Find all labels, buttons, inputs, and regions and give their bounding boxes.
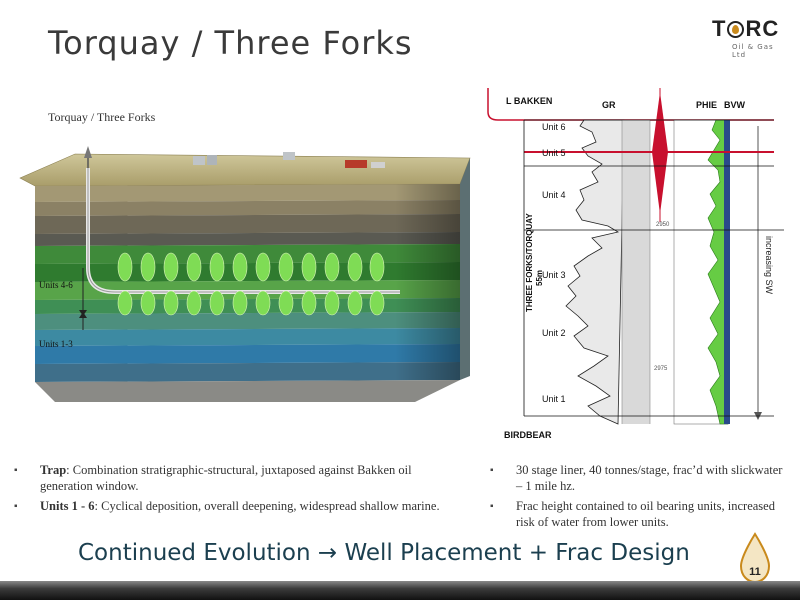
bullet-text: Frac height contained to oil bearing uni… bbox=[516, 499, 775, 529]
footer-headline: Continued Evolution → Well Placement + F… bbox=[78, 540, 690, 566]
page-number: 11 bbox=[749, 566, 761, 578]
diagram-caption: Torquay / Three Forks bbox=[48, 110, 156, 124]
footer-bar bbox=[0, 581, 800, 600]
bottom-formation-label: BIRDBEAR bbox=[504, 430, 552, 440]
surface-facilities bbox=[84, 146, 385, 168]
frac-clusters bbox=[117, 252, 385, 316]
unit-6-label: Unit 6 bbox=[542, 122, 566, 132]
trend-label: increasing SW bbox=[764, 236, 774, 295]
unit-1-label: Unit 1 bbox=[542, 394, 566, 404]
depth-mark-2: 2975 bbox=[654, 366, 668, 372]
bullet-term: Units 1 - 6 bbox=[40, 499, 95, 513]
units-lower-label: Units 1-3 bbox=[39, 339, 73, 349]
units-upper-label: Units 4-6 bbox=[39, 280, 73, 290]
bullet-liner: ▪ 30 stage liner, 40 tonnes/stage, frac’… bbox=[490, 462, 790, 494]
side-face bbox=[460, 158, 470, 380]
bullet-text: 30 stage liner, 40 tonnes/stage, frac’d … bbox=[516, 463, 783, 493]
unit-5-label: Unit 5 bbox=[542, 148, 566, 158]
unit-3-label: Unit 3 bbox=[542, 270, 566, 280]
bullet-term: Trap bbox=[40, 463, 67, 477]
right-bullet-list: ▪ 30 stage liner, 40 tonnes/stage, frac’… bbox=[490, 462, 790, 534]
gr-curve-label: GR bbox=[602, 100, 616, 110]
gr-curve bbox=[565, 119, 625, 425]
bullet-units: ▪ Units 1 - 6: Cyclical deposition, over… bbox=[14, 498, 454, 514]
phie-curve-label: PHIE bbox=[696, 100, 717, 110]
left-bullet-list: ▪ Trap: Combination stratigraphic-struct… bbox=[14, 462, 454, 518]
phie-curve bbox=[707, 119, 729, 425]
oil-drop-icon bbox=[732, 25, 740, 34]
depth-mark-1: 2950 bbox=[656, 222, 670, 228]
bullet-text: : Combination stratigraphic-structural, … bbox=[40, 463, 412, 493]
unit-2-label: Unit 2 bbox=[542, 328, 566, 338]
top-formation-label: L BAKKEN bbox=[506, 96, 552, 106]
bullet-marker: ▪ bbox=[490, 501, 494, 512]
unit-markers bbox=[79, 268, 87, 330]
unit-4-label: Unit 4 bbox=[542, 190, 566, 200]
bullet-marker: ▪ bbox=[14, 465, 18, 476]
reservoir-block-diagram: Units 4-6 Units 1-3 bbox=[19, 146, 471, 402]
slide-title: Torquay / Three Forks bbox=[48, 24, 413, 62]
bullet-marker: ▪ bbox=[14, 501, 18, 512]
bullet-marker: ▪ bbox=[490, 465, 494, 476]
bvw-curve-label: BVW bbox=[724, 100, 746, 110]
bullet-trap: ▪ Trap: Combination stratigraphic-struct… bbox=[14, 462, 454, 494]
logo-subtitle: Oil & Gas Ltd bbox=[732, 43, 774, 59]
bvw-curve bbox=[724, 120, 730, 424]
well-log-chart: L BAKKEN GR PHIE BVW increasing SW 2950 … bbox=[487, 88, 784, 440]
bullet-frac-height: ▪ Frac height contained to oil bearing u… bbox=[490, 498, 790, 530]
bullet-text: : Cyclical deposition, overall deepening… bbox=[94, 499, 440, 513]
thickness-label: 55m bbox=[535, 270, 544, 286]
interval-label: THREE FORKS/TORQUAY bbox=[525, 213, 534, 312]
